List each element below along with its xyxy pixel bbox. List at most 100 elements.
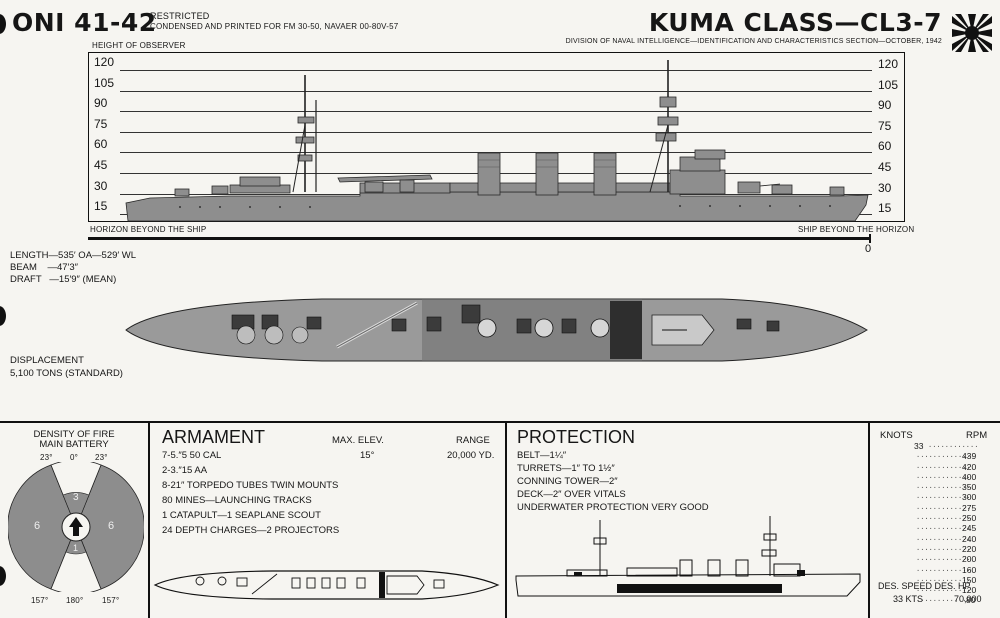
sector-count-left: 6 xyxy=(34,520,41,532)
speed-row: .............350 xyxy=(878,482,996,492)
density-title-line2: MAIN BATTERY xyxy=(39,439,109,450)
scale-line-120 xyxy=(120,70,872,71)
scale-right-120: 120 xyxy=(878,57,899,71)
ship-plan-view xyxy=(125,298,868,362)
scale-line-90 xyxy=(120,111,872,112)
profile-frame xyxy=(88,52,905,222)
angle-bottom-right: 157° xyxy=(102,596,120,605)
scale-left-120: 120 xyxy=(94,55,115,69)
armament-title: ARMAMENT xyxy=(162,427,265,447)
horizon-beyond-ship-label: HORIZON BEYOND THE SHIP xyxy=(90,225,207,234)
speed-row: .............120 xyxy=(878,585,996,595)
speed-leader: ............. xyxy=(916,452,971,461)
ship-side-profile xyxy=(125,60,869,222)
scale-right-60: 60 xyxy=(878,139,892,153)
rpm-value: 420 xyxy=(962,461,977,472)
speed-row: .............245 xyxy=(878,523,996,533)
rpm-label: RPM xyxy=(966,430,988,441)
armament-line-2: 2-3.″15 AA xyxy=(162,465,208,476)
binder-hole-top xyxy=(0,14,6,34)
speed-leader: ............. xyxy=(916,514,971,523)
rpm-value: 200 xyxy=(962,554,977,565)
binder-hole-middle xyxy=(0,306,6,326)
divider-protection xyxy=(868,422,870,618)
speed-row: .............160 xyxy=(878,565,996,575)
armament-line-5: 1 CATAPULT—1 SEAPLANE SCOUT xyxy=(162,510,321,521)
rpm-value: 245 xyxy=(962,523,977,534)
speed-leader: ............. xyxy=(916,586,971,595)
protection-profile-diagram xyxy=(515,516,861,597)
scale-right-45: 45 xyxy=(878,160,892,174)
scale-right-105: 105 xyxy=(878,78,899,92)
armament-line-1-elev: 15° xyxy=(360,450,375,461)
speed-row: .............80 xyxy=(878,595,996,605)
binder-hole-bottom xyxy=(0,566,6,586)
angle-bottom-left: 157° xyxy=(31,596,49,605)
armament-line-3: 8-21″ TORPEDO TUBES TWIN MOUNTS xyxy=(162,480,339,491)
speed-row: .............200 xyxy=(878,554,996,564)
rpm-value: 350 xyxy=(962,482,977,493)
rpm-value: 220 xyxy=(962,543,977,554)
scale-left-75: 75 xyxy=(94,117,108,131)
scale-left-45: 45 xyxy=(94,158,108,172)
scale-line-105 xyxy=(120,91,872,92)
protection-line-3: CONNING TOWER—2″ xyxy=(517,476,618,487)
protection-line-5: UNDERWATER PROTECTION VERY GOOD xyxy=(517,502,709,513)
speed-leader: ............. xyxy=(916,503,971,512)
scale-right-75: 75 xyxy=(878,119,892,133)
angle-top-left: 23° xyxy=(40,453,53,462)
range-label: RANGE xyxy=(456,435,490,446)
rpm-value: 400 xyxy=(962,471,977,482)
rpm-value: 120 xyxy=(962,585,977,596)
speed-leader: ............. xyxy=(916,483,971,492)
speed-rpm-table: 33............ .............439 ........… xyxy=(878,441,996,606)
page-title: KUMA CLASS—CL3-7 xyxy=(648,8,942,37)
divider-armament xyxy=(505,422,507,618)
speed-row: .............439 xyxy=(878,451,996,461)
divider-density xyxy=(148,422,150,618)
displacement-label: DISPLACEMENT xyxy=(10,355,84,366)
height-of-observer-label: HEIGHT OF OBSERVER xyxy=(92,41,186,50)
speed-row: .............275 xyxy=(878,503,996,513)
speed-leader: ............. xyxy=(916,544,971,553)
distance-zero-label: 0 xyxy=(865,243,872,255)
speed-row: .............400 xyxy=(878,472,996,482)
scale-left-90: 90 xyxy=(94,96,108,110)
armament-line-6: 24 DEPTH CHARGES—2 PROJECTORS xyxy=(162,525,340,536)
restricted-label: RESTRICTED xyxy=(150,11,210,21)
speed-leader: ............. xyxy=(916,534,971,543)
speed-leader: ............. xyxy=(916,555,971,564)
sector-count-right: 6 xyxy=(108,520,115,532)
rpm-value: 275 xyxy=(962,502,977,513)
scale-left-30: 30 xyxy=(94,179,108,193)
angle-bottom-center: 180° xyxy=(66,596,84,605)
angle-top-right: 23° xyxy=(95,453,108,462)
beam-spec: BEAM —47′3″ xyxy=(10,262,78,273)
speed-leader: ............. xyxy=(916,493,971,502)
des-hp-value: 70,000 xyxy=(954,594,982,604)
scale-left-105: 105 xyxy=(94,76,115,90)
scale-left-60: 60 xyxy=(94,137,108,151)
sector-count-top: 3 xyxy=(73,492,79,503)
speed-leader: ............. xyxy=(916,524,971,533)
sector-count-bottom: 1 xyxy=(73,543,79,553)
scale-right-90: 90 xyxy=(878,98,892,112)
rpm-value: 300 xyxy=(962,492,977,503)
speed-row: .............420 xyxy=(878,462,996,472)
speed-row: 33............ xyxy=(878,441,996,451)
protection-line-1: BELT—1¼″ xyxy=(517,450,567,461)
displacement-value: 5,100 TONS (STANDARD) xyxy=(10,368,123,379)
rpm-value: 439 xyxy=(962,451,977,462)
division-note: DIVISION OF NAVAL INTELLIGENCE—IDENTIFIC… xyxy=(565,38,942,45)
speed-leader: ............. xyxy=(916,596,971,605)
distance-ruler xyxy=(88,237,870,240)
armament-line-1: 7-5.″5 50 CAL xyxy=(162,450,222,461)
scale-left-15: 15 xyxy=(94,199,108,213)
rpm-value: 240 xyxy=(962,533,977,544)
armament-plan-diagram xyxy=(153,570,500,600)
knots-label: KNOTS xyxy=(880,430,913,441)
scale-right-30: 30 xyxy=(878,181,892,195)
density-of-fire-diagram xyxy=(8,462,144,592)
armament-line-1-range: 20,000 YD. xyxy=(447,450,495,461)
ship-beyond-horizon-label: SHIP BEYOND THE HORIZON xyxy=(798,225,915,234)
